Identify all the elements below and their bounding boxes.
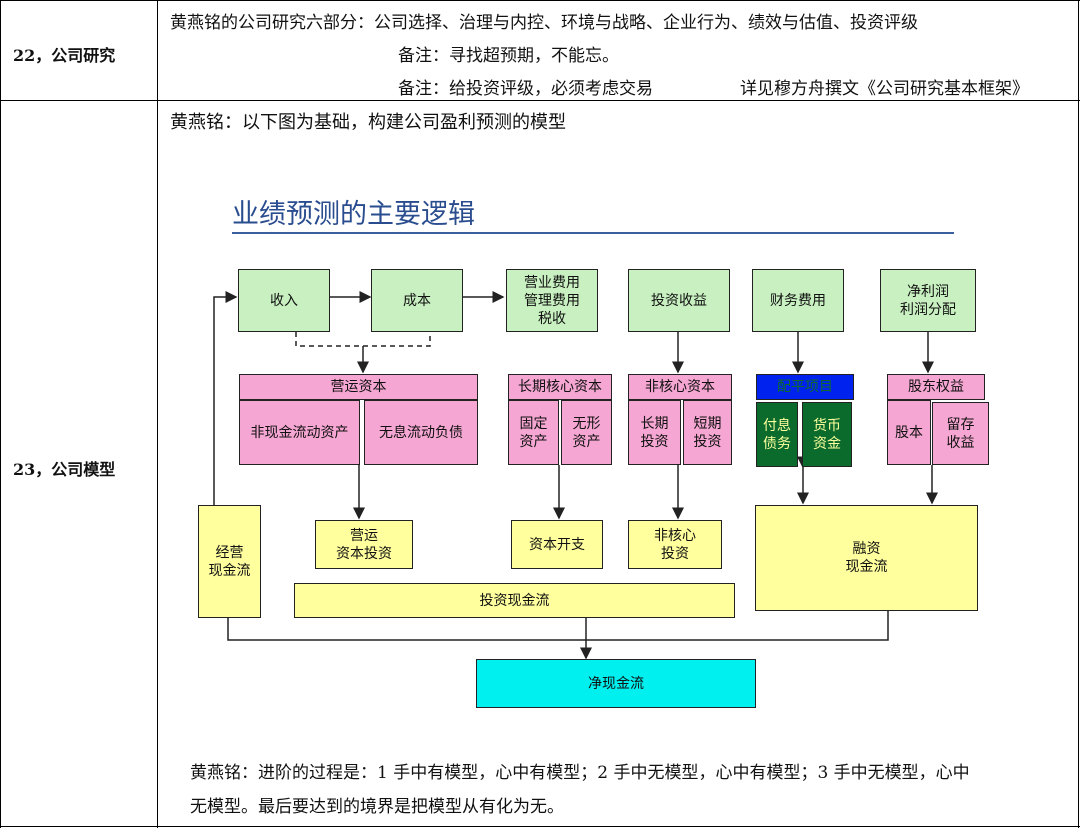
box-retained-earnings: 留存 收益 (932, 402, 989, 465)
box-noncore-capital: 非核心资本 (628, 374, 732, 400)
arrow-to-revenue (213, 291, 238, 505)
box-shareholder-equity: 股东权益 (887, 374, 985, 400)
box-lt-invest: 长期 投资 (628, 400, 681, 465)
box-net-cf: 净现金流 (476, 659, 756, 708)
box-invest-income: 投资收益 (628, 269, 730, 332)
box-cost: 成本 (371, 269, 463, 332)
box-investing-cf: 投资现金流 (294, 583, 735, 618)
table-row-divider (0, 100, 1080, 101)
box-working-capital: 营运资本 (239, 374, 478, 400)
box-capex: 资本开支 (511, 520, 603, 569)
row-23-intro: 黄燕铭：以下图为基础，构建公司盈利预测的模型 (170, 112, 566, 133)
row-22-line-3: 备注：给投资评级，必须考虑交易 (398, 79, 653, 99)
row-22-line-2: 备注：寻找超预期，不能忘。 (398, 46, 619, 66)
box-share-capital: 股本 (887, 400, 931, 465)
box-st-invest: 短期 投资 (683, 400, 732, 465)
box-opex: 营业费用 管理费用 税收 (506, 269, 598, 332)
line-operating-to-net (227, 618, 586, 641)
box-noncore-invest: 非核心 投资 (628, 520, 722, 569)
row-23-outro-2: 无模型。最后要达到的境界是把模型从有化为无。 (190, 797, 564, 817)
row-22-line-1: 黄燕铭的公司研究六部分：公司选择、治理与内控、环境与战略、企业行为、绩效与估值、… (170, 13, 918, 33)
box-operating-cf: 经营 现金流 (198, 505, 261, 618)
box-fixed-assets: 固定 资产 (508, 400, 559, 465)
diagram-title-rule (232, 232, 954, 234)
box-net-profit: 净利润 利润分配 (880, 269, 976, 332)
table-border-bottom (0, 826, 1080, 827)
table-border-left (0, 0, 1, 828)
row-23-label: 23，公司模型 (13, 460, 116, 479)
box-wc-invest: 营运 资本投资 (315, 520, 413, 569)
box-monetary-funds: 货币 资金 (802, 402, 852, 467)
box-balance-items: 配平项目 (756, 374, 854, 400)
box-intangible: 无形 资产 (561, 400, 612, 465)
row-22-line-4: 详见穆方舟撰文《公司研究基本框架》 (740, 79, 1029, 99)
table-column-divider (157, 0, 158, 828)
box-lt-core-capital: 长期核心资本 (508, 374, 612, 400)
table-border-right (1078, 0, 1079, 828)
box-financing-cf: 融资 现金流 (755, 505, 978, 611)
box-fin-expense: 财务费用 (752, 269, 844, 332)
box-revenue: 收入 (238, 269, 330, 332)
dashed-revenue-cost (295, 332, 431, 347)
row-22-label: 22，公司研究 (13, 46, 116, 65)
box-nonint-cl: 无息流动负债 (364, 400, 478, 465)
line-financing-to-net (586, 611, 889, 641)
row-23-outro-1: 黄燕铭：进阶的过程是：1 手中有模型，心中有模型；2 手中无模型，心中有模型；3… (190, 763, 970, 783)
diagram-title: 业绩预测的主要逻辑 (232, 199, 475, 230)
box-noncash-ca: 非现金流动资产 (239, 400, 360, 465)
table-border-top (0, 0, 1080, 1)
box-interest-debt: 付息 债务 (756, 402, 798, 467)
